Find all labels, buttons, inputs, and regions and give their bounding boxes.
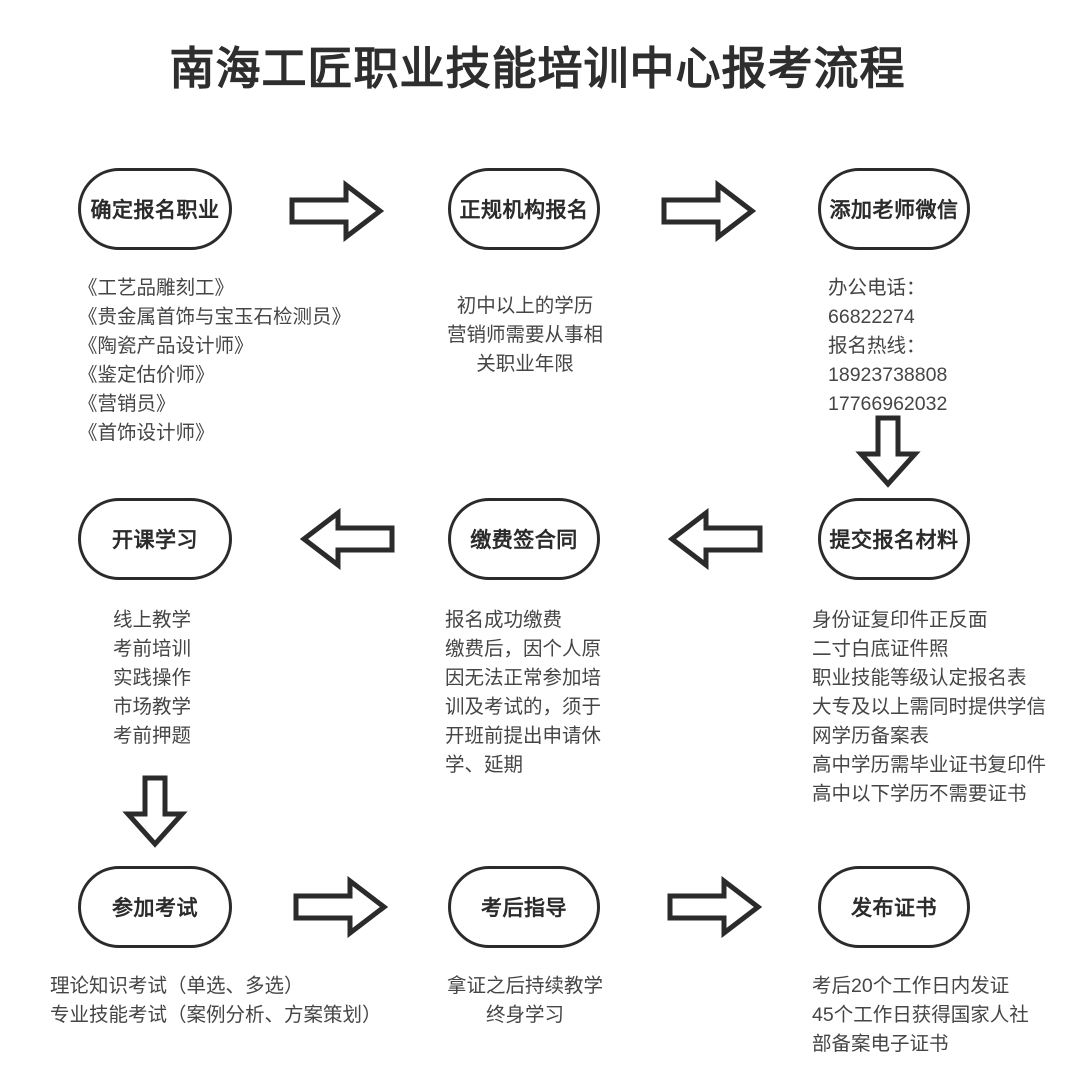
flow-node-label: 确定报名职业 <box>90 199 220 222</box>
flow-node-step-8[interactable]: 考后指导 <box>448 866 600 948</box>
flow-node-step-7[interactable]: 参加考试 <box>78 866 232 948</box>
flow-node-label: 考后指导 <box>481 897 567 920</box>
description-step-5: 报名成功缴费 缴费后，因个人原 因无法正常参加培 训及考试的，须于 开班前提出申… <box>445 609 602 776</box>
description-step-2: 初中以上的学历 营销师需要从事相 关职业年限 <box>446 295 603 375</box>
arrow-right-step7-step8 <box>292 876 388 938</box>
page-title: 南海工匠职业技能培训中心报考流程 <box>169 43 906 94</box>
flow-node-label: 提交报名材料 <box>829 529 959 552</box>
description-step-1: 《工艺品雕刻工》 《贵金属首饰与宝玉石检测员》 《陶瓷产品设计师》 《鉴定估价师… <box>78 277 352 444</box>
flow-node-label: 缴费签合同 <box>470 529 578 552</box>
flow-node-step-9[interactable]: 发布证书 <box>818 866 970 948</box>
arrow-left-step6-step5 <box>668 508 764 570</box>
description-step-4: 线上教学 考前培训 实践操作 市场教学 考前押题 <box>113 609 192 747</box>
flow-node-step-3[interactable]: 添加老师微信 <box>818 168 970 250</box>
arrow-left-step5-step4 <box>300 508 396 570</box>
arrow-down-step3-step6 <box>855 414 921 488</box>
arrow-right-step8-step9 <box>666 876 762 938</box>
arrow-right-step2-step3 <box>660 180 756 242</box>
flow-node-step-5[interactable]: 缴费签合同 <box>448 498 600 580</box>
description-step-3: 办公电话： 66822274 报名热线： 18923738808 1776696… <box>828 277 948 415</box>
flow-node-label: 添加老师微信 <box>829 199 959 222</box>
description-step-8: 拿证之后持续教学 终身学习 <box>446 975 603 1026</box>
arrow-right-step1-step2 <box>288 180 384 242</box>
arrow-down-step4-step7 <box>122 774 188 848</box>
flow-node-label: 正规机构报名 <box>459 199 589 222</box>
flow-node-step-1[interactable]: 确定报名职业 <box>78 168 232 250</box>
flow-node-label: 开课学习 <box>112 529 198 552</box>
description-step-7: 理论知识考试（单选、多选） 专业技能考试（案例分析、方案策划） <box>50 975 382 1026</box>
description-step-6: 身份证复印件正反面 二寸白底证件照 职业技能等级认定报名表 大专及以上需同时提供… <box>812 609 1047 805</box>
flow-node-label: 参加考试 <box>112 897 198 920</box>
flow-node-step-4[interactable]: 开课学习 <box>78 498 232 580</box>
flow-node-step-6[interactable]: 提交报名材料 <box>818 498 970 580</box>
flow-node-step-2[interactable]: 正规机构报名 <box>448 168 600 250</box>
flow-node-label: 发布证书 <box>851 897 937 920</box>
description-step-9: 考后20个工作日内发证 45个工作日获得国家人社 部备案电子证书 <box>812 975 1029 1055</box>
